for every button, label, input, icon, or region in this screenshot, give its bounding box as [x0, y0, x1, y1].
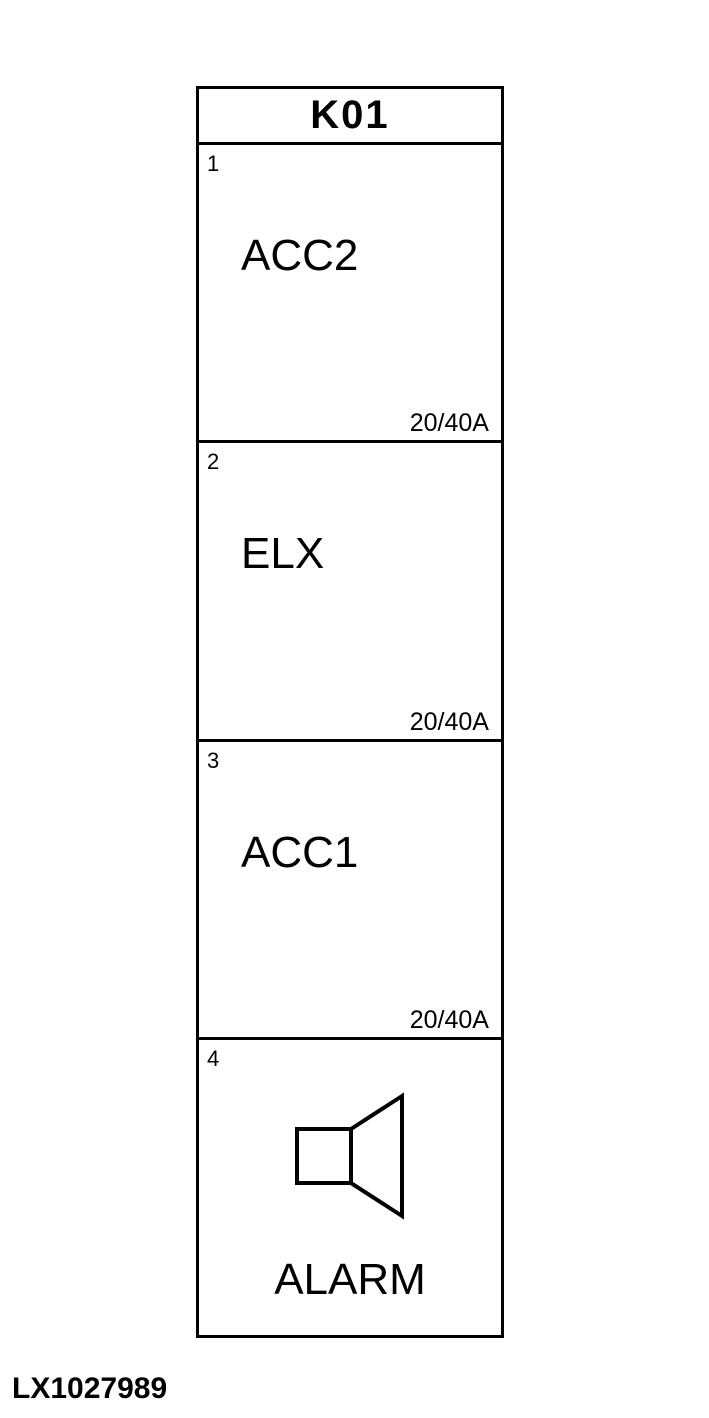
speaker-icon: [294, 1092, 406, 1220]
alarm-label: ALARM: [274, 1255, 426, 1304]
fuse-cell-4: 4 ALARM: [199, 1036, 501, 1335]
figure-id: LX1027989: [12, 1372, 168, 1405]
fuse-block-panel: K01 1 ACC2 20/40A 2 ELX 20/40A 3 ACC1 20…: [196, 86, 504, 1338]
panel-title: K01: [199, 89, 501, 145]
fuse-cell-3: 3 ACC1 20/40A: [199, 738, 501, 1037]
fuse-rating: 20/40A: [409, 1005, 489, 1034]
fuse-rating: 20/40A: [409, 707, 489, 736]
fuse-circuit-label: ACC2: [241, 231, 359, 280]
fuse-position-number: 4: [207, 1045, 220, 1071]
fuse-circuit-label: ELX: [241, 529, 325, 579]
fuse-position-number: 2: [207, 449, 220, 475]
fuse-cell-2: 2 ELX 20/40A: [199, 440, 501, 738]
fuse-position-number: 3: [207, 747, 220, 773]
fuse-circuit-label: ACC1: [241, 827, 359, 877]
fuse-position-number: 1: [207, 151, 220, 176]
fuse-cell-1: 1 ACC2 20/40A: [199, 145, 501, 440]
fuse-rating: 20/40A: [409, 409, 489, 438]
